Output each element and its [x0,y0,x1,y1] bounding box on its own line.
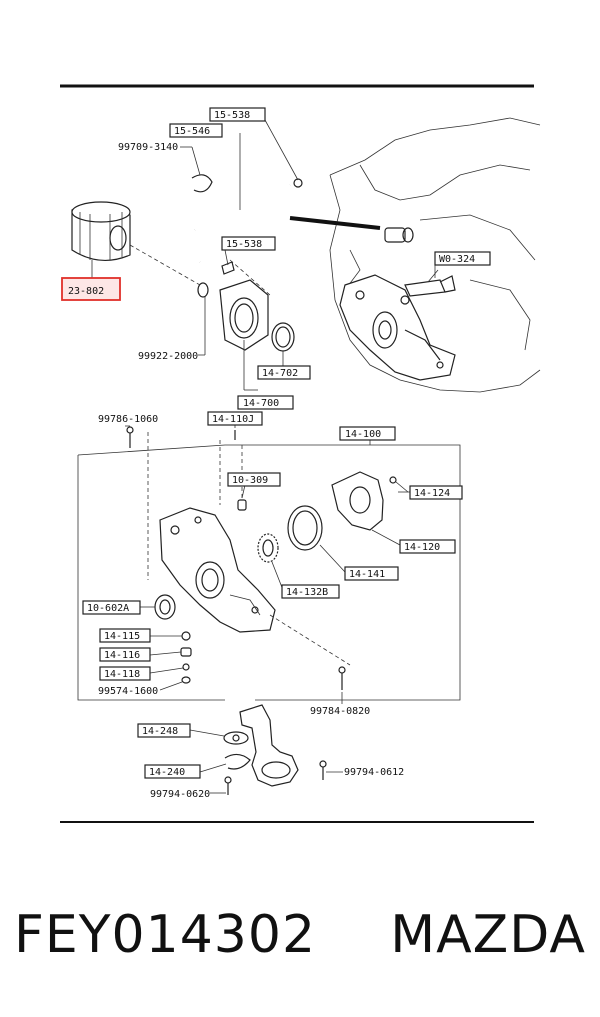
callout-14-240[interactable]: 14-240 [144,764,201,779]
callout-text: 14-100 [345,429,381,440]
callout-99786-1060[interactable]: 99786-1060 [98,414,158,425]
callout-text: 14-248 [142,726,178,737]
callout-text: W0-324 [439,254,475,265]
callout-14-124[interactable]: 14-124 [409,485,463,500]
parts-diagram: 15-538 15-546 99709-3140 15-538 23-802 W… [60,84,541,823]
oil-strainer-illustration [223,704,327,795]
callout-23-802-highlighted[interactable]: 23-802 [61,277,121,301]
callout-99709-3140[interactable]: 99709-3140 [118,142,178,153]
callout-14-141[interactable]: 14-141 [344,566,399,581]
oil-filter-illustration [71,201,201,286]
callout-text: 14-141 [349,569,385,580]
callout-text: 15-538 [214,110,250,121]
callout-text: 14-240 [149,767,185,778]
callout-99794-0612[interactable]: 99794-0612 [344,767,404,778]
pump-assembly-frame [77,444,461,701]
callout-text: 10-602A [87,603,129,614]
callout-14-248[interactable]: 14-248 [137,723,191,738]
engine-block-illustration [289,117,541,393]
callout-14-702[interactable]: 14-702 [257,365,311,380]
callout-text: 14-702 [262,368,298,379]
callout-99574-1600[interactable]: 99574-1600 [98,686,158,697]
callout-14-118[interactable]: 14-118 [99,666,151,681]
callout-14-110J[interactable]: 14-110J [207,411,263,426]
part-number: FEY014302 [14,905,317,965]
callout-99794-0620[interactable]: 99794-0620 [150,789,210,800]
callout-99922-2000[interactable]: 99922-2000 [138,351,198,362]
callout-W0-324[interactable]: W0-324 [434,251,491,266]
callout-14-132B[interactable]: 14-132B [281,584,340,599]
callout-text: 14-115 [104,631,140,642]
callout-99784-0820[interactable]: 99784-0820 [310,706,370,717]
callout-text: 10-309 [232,475,268,486]
oil-cooler-illustration [219,259,295,352]
callout-text: 15-546 [174,126,210,137]
callout-14-700[interactable]: 14-700 [237,395,294,410]
callout-text: 14-124 [414,488,450,499]
callout-14-116[interactable]: 14-116 [99,647,151,662]
callout-14-120[interactable]: 14-120 [399,539,456,554]
callout-14-100[interactable]: 14-100 [339,426,396,441]
callout-text: 14-132B [286,587,328,598]
callout-15-538[interactable]: 15-538 [209,107,266,122]
callout-14-115[interactable]: 14-115 [99,628,151,643]
callout-text: 14-700 [243,398,279,409]
oil-pump-illustration [126,426,409,690]
leader-lines [91,119,436,794]
callout-text: 23-802 [68,286,104,297]
callout-15-538-lower[interactable]: 15-538 [221,236,276,251]
product-caption: FEY014302 MAZDA [0,895,600,975]
highlight-box [61,277,121,301]
callout-text: 15-538 [226,239,262,250]
callout-15-546[interactable]: 15-546 [169,123,223,138]
callout-text: 14-116 [104,650,140,661]
callout-10-309[interactable]: 10-309 [227,472,281,487]
hose-illustration [190,174,303,355]
brand-name: MAZDA [390,905,586,965]
callout-text: 14-120 [404,542,440,553]
callout-10-602A[interactable]: 10-602A [82,600,141,615]
callout-text: 14-110J [212,414,254,425]
callout-text: 14-118 [104,669,140,680]
